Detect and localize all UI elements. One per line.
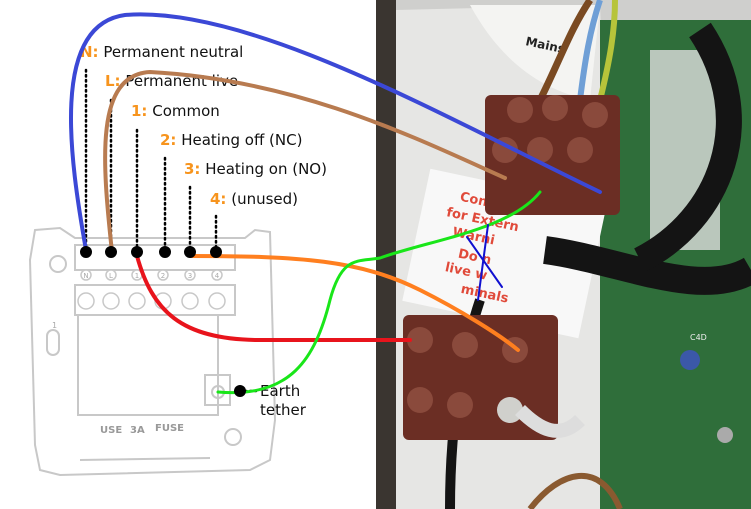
svg-text:1: Common: 1: Common [131, 102, 220, 120]
fuse-text: FUSE [155, 423, 184, 434]
earth-label: Earth [260, 382, 300, 400]
svg-text:4: (unused): 4: (unused) [210, 190, 298, 208]
fuse-text: 3A [130, 425, 145, 436]
fuse-text: USE [100, 425, 122, 436]
side-mark: 1 [52, 321, 57, 330]
svg-text:2: Heating off (NC): 2: Heating off (NC) [160, 131, 302, 149]
terminal-dots [80, 246, 246, 397]
earth-wire [216, 190, 542, 395]
neutral-wire [68, 12, 602, 252]
earth-label: tether [260, 401, 307, 419]
terminal-marking: 4 [215, 272, 220, 280]
terminal-marking: N [83, 272, 88, 280]
screw-terminals: N L 1 2 3 4 [77, 269, 226, 310]
terminal-marking: 2 [161, 272, 165, 280]
common-wire [135, 254, 412, 342]
svg-text:N: Permanent neutral: N: Permanent neutral [80, 43, 243, 61]
terminal-marking: L [109, 272, 113, 280]
thermostat-backplate [28, 226, 277, 477]
terminal-marking: 3 [188, 272, 192, 280]
wires [68, 12, 602, 395]
upper-connector-block [485, 95, 620, 215]
junction-box-photo: Mains X16 C4D Connect for Extern Warni D… [376, 0, 751, 509]
heating-on-wire [188, 254, 520, 352]
terminal-marking: 1 [135, 272, 139, 280]
cross-mark [466, 224, 503, 301]
terminal-labels: N: Permanent neutral L: Permanent live 1… [80, 43, 327, 419]
svg-text:3: Heating on (NO): 3: Heating on (NO) [184, 160, 327, 178]
live-wire [103, 69, 507, 254]
pcb-label: C4D [690, 333, 707, 342]
